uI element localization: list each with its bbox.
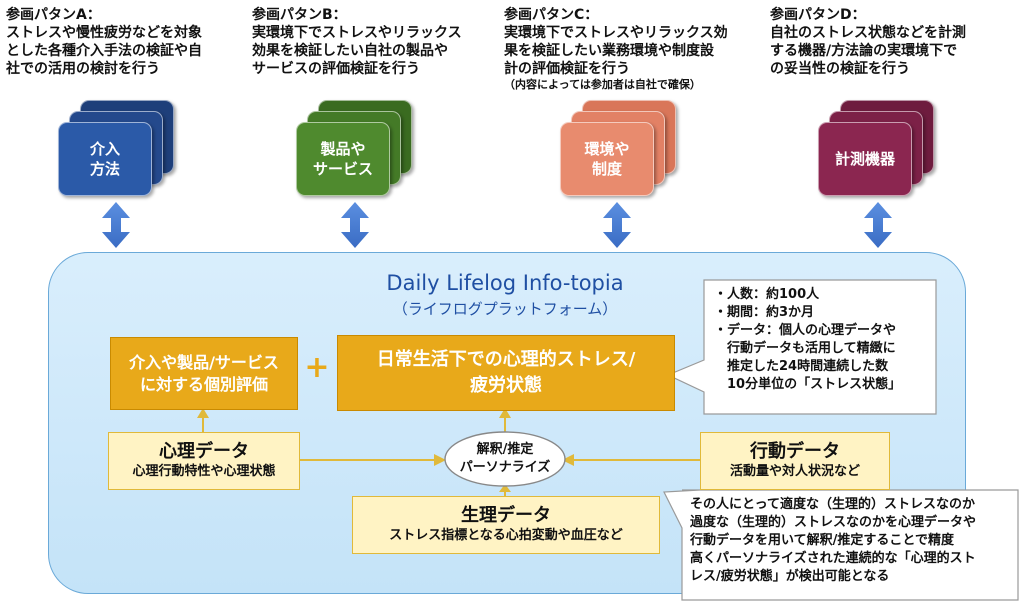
- eval-line-2: に対する個別評価: [139, 374, 268, 394]
- plus-sign: +: [304, 350, 330, 385]
- platform-title: Daily Lifelog Info-topia: [386, 271, 624, 295]
- pattern-b-line-1: 実環境下でストレスやリラックス: [252, 25, 462, 41]
- info-line-6: 10分単位の「ストレス状態」: [714, 377, 902, 392]
- pattern-a-line-3: 社での活用の検討を行う: [6, 61, 160, 77]
- stress-state-box: 日常生活下での心理的ストレス/ 疲労状態: [337, 335, 675, 411]
- bottom-line-4: 高くパーソナライズされた連続的な「心理的スト: [690, 551, 976, 566]
- bottom-callout-shape: [663, 489, 1019, 601]
- info-line-5: 推定した24時間連続した数: [714, 359, 889, 374]
- center-ellipse-shape: [444, 431, 566, 487]
- card-label-line-2: 方法: [89, 160, 120, 178]
- pattern-c-note: （内容によっては参加者は自社で確保）: [504, 78, 701, 91]
- stack-devices: 計測機器: [818, 100, 938, 196]
- pattern-c-description: 参画パタンC： 実環境下でストレスやリラックス効 果を検証したい業務環境や制度設…: [504, 6, 728, 92]
- center-ellipse: 解釈/推定 パーソナライズ: [445, 441, 565, 477]
- bottom-line-3: 行動データを用いて解釈/推定することで精度: [690, 533, 954, 548]
- arrowhead-up: [197, 408, 209, 418]
- info-callout-shape: [666, 279, 937, 415]
- arrowhead-right: [434, 454, 446, 466]
- physio-data-title: 生理データ: [461, 505, 551, 526]
- pattern-d-line-2: する機器/方法論の実環境下で: [770, 43, 958, 59]
- behavior-data-box: 行動データ 活動量や対人状況など: [700, 432, 890, 490]
- pattern-d-line-1: 自社のストレス状態などを計測: [770, 25, 966, 41]
- arrowhead-up: [499, 408, 511, 418]
- pattern-c-title: 参画パタンC：: [504, 7, 599, 23]
- card-label-line-2: サービス: [312, 160, 373, 178]
- double-arrow-a: [102, 202, 130, 248]
- pattern-b-line-3: サービスの評価検証を行う: [252, 61, 420, 77]
- stack-products: 製品や サービス: [296, 100, 416, 196]
- bottom-line-5: レス/疲労状態」が検出可能となる: [690, 569, 890, 584]
- individual-evaluation-box: 介入や製品/サービス に対する個別評価: [110, 337, 298, 410]
- bottom-line-1: その人にとって適度な（生理的）ストレスなのか: [690, 497, 975, 512]
- card-label-line-1: 計測機器: [834, 150, 895, 168]
- pattern-c-line-3: 計の評価検証を行う: [504, 61, 630, 77]
- arrowhead-left: [562, 454, 574, 466]
- behavior-data-title: 行動データ: [750, 441, 840, 462]
- double-arrow-b: [341, 202, 369, 248]
- pattern-d-line-3: の妥当性の検証を行う: [770, 61, 910, 77]
- card-label-line-1: 製品や: [320, 140, 366, 158]
- pattern-c-line-2: 果を検証したい業務環境や制度設: [504, 43, 714, 59]
- eval-line-1: 介入や製品/サービス: [129, 352, 279, 372]
- bottom-line-2: 過度な（生理的）ストレスなのかを心理データや: [690, 515, 977, 530]
- card-label-line-1: 介入: [89, 140, 120, 158]
- pattern-b-description: 参画パタンB： 実環境下でストレスやリラックス 効果を検証したい自社の製品や サ…: [252, 6, 462, 78]
- state-line-2: 疲労状態: [470, 375, 542, 396]
- pattern-c-line-1: 実環境下でストレスやリラックス効: [504, 25, 728, 41]
- pattern-b-line-2: 効果を検証したい自社の製品や: [252, 43, 448, 59]
- double-arrow-d: [864, 202, 892, 248]
- stack-environment: 環境や 制度: [560, 100, 680, 196]
- ellipse-line-2: パーソナライズ: [459, 460, 551, 475]
- state-line-1: 日常生活下での心理的ストレス/: [376, 349, 636, 370]
- pattern-a-title: 参画パタンA：: [6, 7, 101, 23]
- pattern-a-description: 参画パタンA： ストレスや慢性疲労などを対象 とした各種介入手法の検証や自 社で…: [6, 6, 202, 78]
- pattern-d-title: 参画パタンD：: [770, 7, 866, 23]
- psych-data-sub: 心理行動特性や心理状態: [132, 464, 276, 479]
- stack-card-front: 計測機器: [818, 122, 912, 196]
- bottom-callout: その人にとって適度な（生理的）ストレスなのか 過度な（生理的）ストレスなのかを心…: [690, 496, 976, 586]
- pattern-b-title: 参画パタンB：: [252, 7, 347, 23]
- pattern-a-line-1: ストレスや慢性疲労などを対象: [6, 25, 202, 41]
- double-arrow-c: [603, 202, 631, 248]
- physio-data-sub: ストレス指標となる心拍変動や血圧など: [389, 528, 623, 543]
- stack-card-front: 環境や 制度: [560, 122, 654, 196]
- stack-intervention: 介入 方法: [58, 100, 178, 196]
- psych-data-title: 心理データ: [159, 441, 249, 462]
- card-label-line-1: 環境や: [584, 140, 630, 158]
- info-line-2: ・期間：約3か月: [714, 305, 815, 320]
- pattern-a-line-2: とした各種介入手法の検証や自: [6, 43, 202, 59]
- stack-card-front: 介入 方法: [58, 122, 152, 196]
- ellipse-line-1: 解釈/推定: [476, 442, 534, 457]
- card-label-line-2: 制度: [591, 160, 622, 178]
- platform-subtitle: （ライフログプラットフォーム）: [392, 300, 618, 318]
- stack-card-front: 製品や サービス: [296, 122, 390, 196]
- behavior-data-sub: 活動量や対人状況など: [729, 464, 860, 479]
- psych-data-box: 心理データ 心理行動特性や心理状態: [108, 432, 300, 490]
- info-line-4: 行動データも活用して精緻に: [714, 341, 896, 356]
- info-line-1: ・人数：約100人: [714, 287, 820, 302]
- physio-data-box: 生理データ ストレス指標となる心拍変動や血圧など: [352, 496, 660, 554]
- info-line-3: ・データ：個人の心理データや: [714, 323, 897, 338]
- info-callout: ・人数：約100人 ・期間：約3か月 ・データ：個人の心理データや 行動データも…: [714, 286, 901, 394]
- arrowhead-up: [499, 484, 511, 492]
- pattern-d-description: 参画パタンD： 自社のストレス状態などを計測 する機器/方法論の実環境下で の妥…: [770, 6, 966, 78]
